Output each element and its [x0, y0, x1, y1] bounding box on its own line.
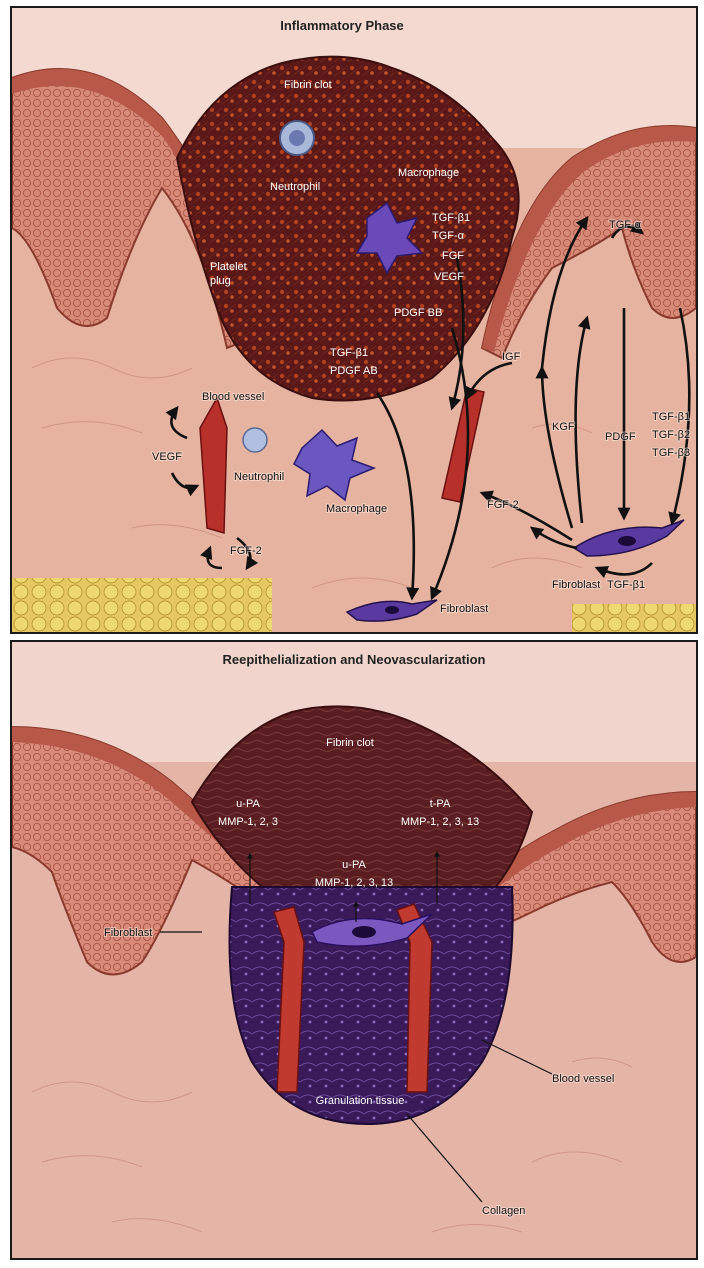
label-pdgf-bb: PDGF BB: [394, 307, 442, 319]
label-granulation: Granulation tissue: [316, 1095, 405, 1107]
label-tgf-b1-right: TGF-β1: [652, 411, 690, 423]
reepithelialization-illustration: Reepithelialization and Neovascularizati…: [12, 642, 696, 1258]
label-blood-vessel: Blood vessel: [202, 391, 264, 403]
label-mmp-right: MMP-1, 2, 3, 13: [401, 816, 479, 828]
label-pdgf-right: PDGF: [605, 431, 636, 443]
label-tgf-b3-right: TGF-β3: [652, 447, 690, 459]
label-neutrophil-top: Neutrophil: [270, 181, 320, 193]
fibroblast-nucleus-right: [618, 536, 636, 546]
label-fibroblast-bottom: Fibroblast: [440, 603, 488, 615]
label-tgf-b1-b: TGF-β1: [330, 347, 368, 359]
label-macrophage-top: Macrophage: [398, 167, 459, 179]
panel-title-bottom: Reepithelialization and Neovascularizati…: [223, 652, 486, 667]
label-fgf2-right: FGF-2: [487, 499, 519, 511]
inflammatory-phase-panel: Inflammatory Phase Fibrin clot Neutrophi…: [10, 6, 698, 634]
label-upa-center: u-PA: [342, 859, 366, 871]
fat-layer-right: [572, 604, 696, 632]
label-igf: IGF: [502, 351, 521, 363]
label-fgf2-left: FGF-2: [230, 545, 262, 557]
label-vegf-center: VEGF: [434, 271, 464, 283]
neutrophil-nucleus-top: [289, 130, 305, 146]
label-fibroblast-right: Fibroblast: [552, 579, 600, 591]
label-kgf: KGF: [552, 421, 575, 433]
label-fibroblast-bottom-panel: Fibroblast: [104, 927, 152, 939]
label-tgf-b1-bottom: TGF-β1: [607, 579, 645, 591]
label-platelet-line2: plug: [210, 275, 231, 287]
label-vegf-left: VEGF: [152, 451, 182, 463]
fibroblast-nucleus-bottom: [385, 606, 399, 614]
label-collagen: Collagen: [482, 1205, 525, 1217]
label-neutrophil-left: Neutrophil: [234, 471, 284, 483]
neutrophil-cell-left: [243, 428, 267, 452]
label-platelet-line1: Platelet: [210, 261, 247, 273]
fat-layer-left: [12, 578, 272, 632]
label-tgf-b2-right: TGF-β2: [652, 429, 690, 441]
label-fgf: FGF: [442, 250, 464, 262]
label-blood-vessel-bottom: Blood vessel: [552, 1073, 614, 1085]
fibroblast-nucleus-center: [352, 926, 376, 938]
label-fibrin-clot-bottom: Fibrin clot: [326, 737, 374, 749]
label-macrophage-bottom: Macrophage: [326, 503, 387, 515]
reepithelialization-panel: Reepithelialization and Neovascularizati…: [10, 640, 698, 1260]
label-tgf-alpha-epidermis: TGF-α: [609, 219, 642, 231]
label-upa-left: u-PA: [236, 798, 260, 810]
label-tpa: t-PA: [430, 798, 451, 810]
panel-title: Inflammatory Phase: [280, 18, 404, 33]
label-fibrin-clot: Fibrin clot: [284, 79, 332, 91]
label-pdgf-ab: PDGF AB: [330, 365, 378, 377]
inflammatory-phase-illustration: Inflammatory Phase Fibrin clot Neutrophi…: [12, 8, 696, 632]
label-tgf-a: TGF-α: [432, 230, 465, 242]
label-mmp-center: MMP-1, 2, 3, 13: [315, 877, 393, 889]
label-tgf-b1-a: TGF-β1: [432, 212, 470, 224]
label-mmp-left: MMP-1, 2, 3: [218, 816, 278, 828]
